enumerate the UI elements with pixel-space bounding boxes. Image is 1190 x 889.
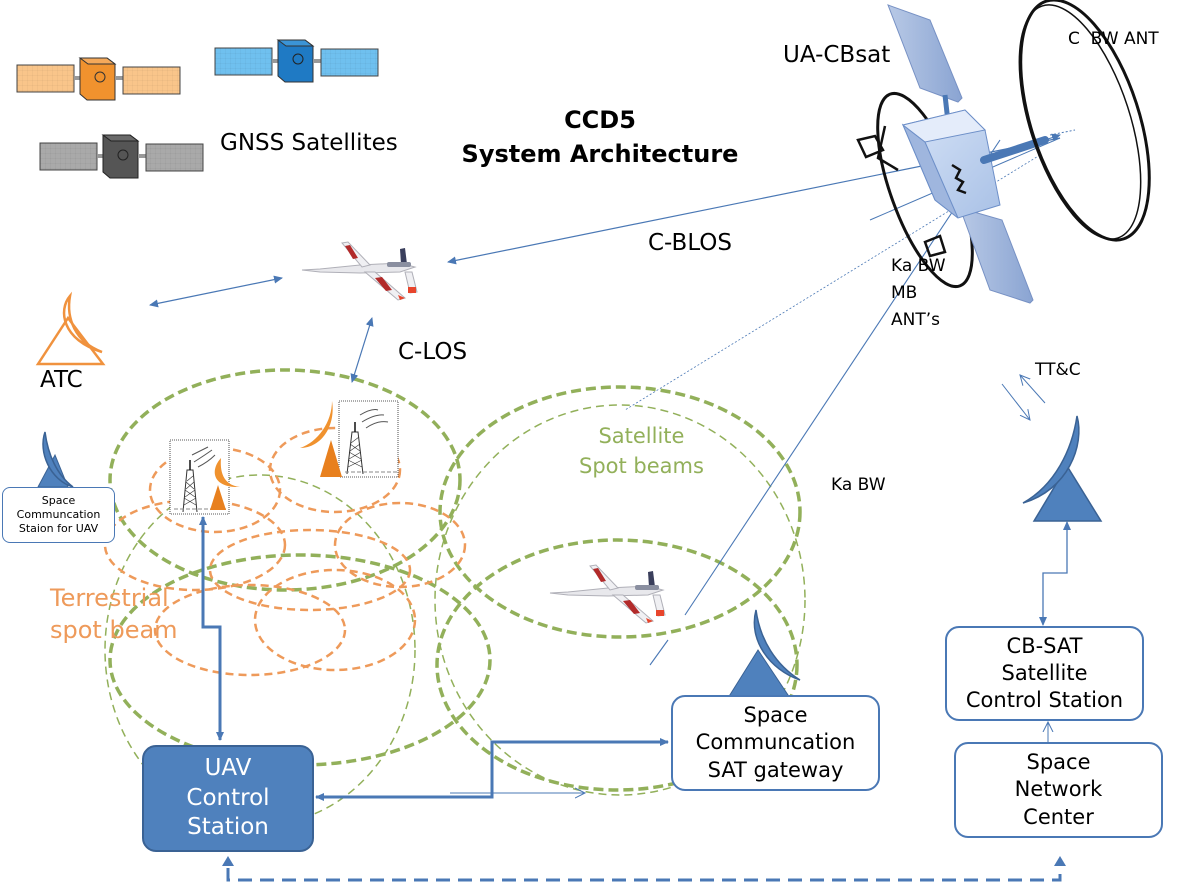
satellite-beam-1 bbox=[108, 368, 462, 592]
ua-cbsat-satellite-icon bbox=[856, 0, 1151, 304]
ka-bw-link bbox=[684, 139, 1001, 616]
space-comm-uav-line-2: Communcation bbox=[16, 507, 101, 521]
space-network-center-box[interactable]: Space Network Center bbox=[954, 742, 1163, 838]
terrestrial-spot-beam-line-2: spot beam bbox=[50, 616, 178, 644]
ua-cbsat-label: UA-CBsat bbox=[783, 42, 891, 68]
terrestrial-tower-2-icon bbox=[300, 400, 399, 478]
control-to-gateway-link bbox=[315, 738, 669, 801]
atc-label: ATC bbox=[40, 367, 83, 393]
terrestrial-beam-2 bbox=[268, 426, 402, 514]
terrestrial-beam-6 bbox=[153, 583, 347, 677]
cbsat-control-line-1: CB-SAT bbox=[1006, 633, 1083, 658]
sat-gateway-box[interactable]: Space Communcation SAT gateway bbox=[671, 695, 880, 791]
satellite-beam-3 bbox=[108, 553, 492, 767]
c-los-label: C-LOS bbox=[398, 339, 468, 365]
satellite-spot-beams-label: Satellite Spot beams bbox=[579, 421, 704, 481]
space-comm-uav-line-3: Staion for UAV bbox=[18, 522, 99, 536]
gnss-satellite-orange-icon bbox=[16, 57, 181, 101]
ka-bw-label: Ka BW bbox=[831, 475, 886, 495]
ka-bw-mb-line-3: ANT’s bbox=[891, 310, 940, 330]
ttc-ground-antenna-icon bbox=[1022, 415, 1103, 522]
uav-control-line-1: UAV bbox=[204, 754, 252, 781]
gnss-satellites-label: GNSS Satellites bbox=[220, 130, 398, 156]
atc-uav-link bbox=[149, 275, 283, 308]
satellite-beam-thin-1 bbox=[104, 474, 416, 826]
terrestrial-tower-1-icon bbox=[169, 439, 240, 515]
uav-control-line-2: Control bbox=[186, 784, 270, 811]
terrestrial-spot-beam-label: Terrestrial spot beam bbox=[50, 582, 178, 646]
sat-gateway-line-2: Communcation bbox=[695, 730, 856, 755]
diagram-title: CCD5 System Architecture bbox=[440, 104, 760, 171]
gnss-satellite-blue-icon bbox=[214, 39, 379, 83]
satellite-beam-2 bbox=[438, 385, 802, 639]
satellite-spot-beams bbox=[108, 368, 802, 792]
uav-aircraft-icon bbox=[301, 241, 418, 301]
ka-bw-link-lower bbox=[649, 639, 669, 666]
terrestrial-beam-7 bbox=[253, 568, 417, 672]
cbsat-control-line-3: Control Station bbox=[965, 688, 1124, 713]
tower-to-control-link bbox=[199, 516, 224, 741]
ka-bw-mb-ants-label: Ka BW MB ANT’s bbox=[891, 253, 946, 334]
terrestrial-beam-5 bbox=[333, 501, 467, 589]
uav-control-line-3: Station bbox=[187, 814, 269, 841]
sat-gateway-line-1: Space bbox=[743, 703, 808, 728]
satellite-spot-beams-line-1: Satellite bbox=[598, 424, 685, 448]
space-comm-station-uav-box[interactable]: Space Communcation Staion for UAV bbox=[2, 487, 115, 543]
title-line-2: System Architecture bbox=[461, 139, 739, 168]
gateway-antenna-icon bbox=[727, 609, 801, 699]
space-comm-uav-line-1: Space bbox=[41, 493, 76, 507]
ka-bw-mb-line-1: Ka BW bbox=[891, 256, 946, 276]
c-bw-ant-label: C BW ANT bbox=[1068, 29, 1159, 49]
uav-control-station-box[interactable]: UAV Control Station bbox=[142, 745, 314, 852]
network-center-line-2: Network bbox=[1014, 777, 1103, 802]
ka-bw-mb-line-2: MB bbox=[891, 283, 918, 303]
ttc-uplink bbox=[1020, 375, 1046, 404]
terrestrial-beam-4 bbox=[208, 528, 412, 612]
ttc-label: TT&C bbox=[1035, 360, 1081, 380]
title-line-1: CCD5 bbox=[564, 106, 636, 134]
satellite-beam-thin-2 bbox=[434, 404, 806, 796]
cbsat-control-line-2: Satellite bbox=[1001, 660, 1088, 685]
satellite-spot-beams-line-2: Spot beams bbox=[579, 454, 704, 478]
gnss-satellite-gray-icon bbox=[39, 134, 204, 179]
atc-antenna-icon bbox=[35, 291, 106, 366]
network-center-line-1: Space bbox=[1026, 750, 1091, 775]
uav-ground-antenna-icon bbox=[37, 431, 74, 488]
uav-aircraft-icon bbox=[549, 564, 666, 624]
c-blos-label: C-BLOS bbox=[648, 230, 733, 256]
terrestrial-spot-beam-line-1: Terrestrial bbox=[50, 584, 169, 612]
ttc-downlink bbox=[1001, 383, 1030, 420]
cbsat-control-station-box[interactable]: CB-SAT Satellite Control Station bbox=[945, 626, 1144, 721]
control-network-dashed-link bbox=[226, 868, 1062, 882]
sat-gateway-line-3: SAT gateway bbox=[707, 757, 844, 782]
c-los-link bbox=[350, 317, 374, 383]
antenna-to-cbsat-link bbox=[1039, 521, 1071, 626]
network-center-line-3: Center bbox=[1023, 804, 1094, 829]
